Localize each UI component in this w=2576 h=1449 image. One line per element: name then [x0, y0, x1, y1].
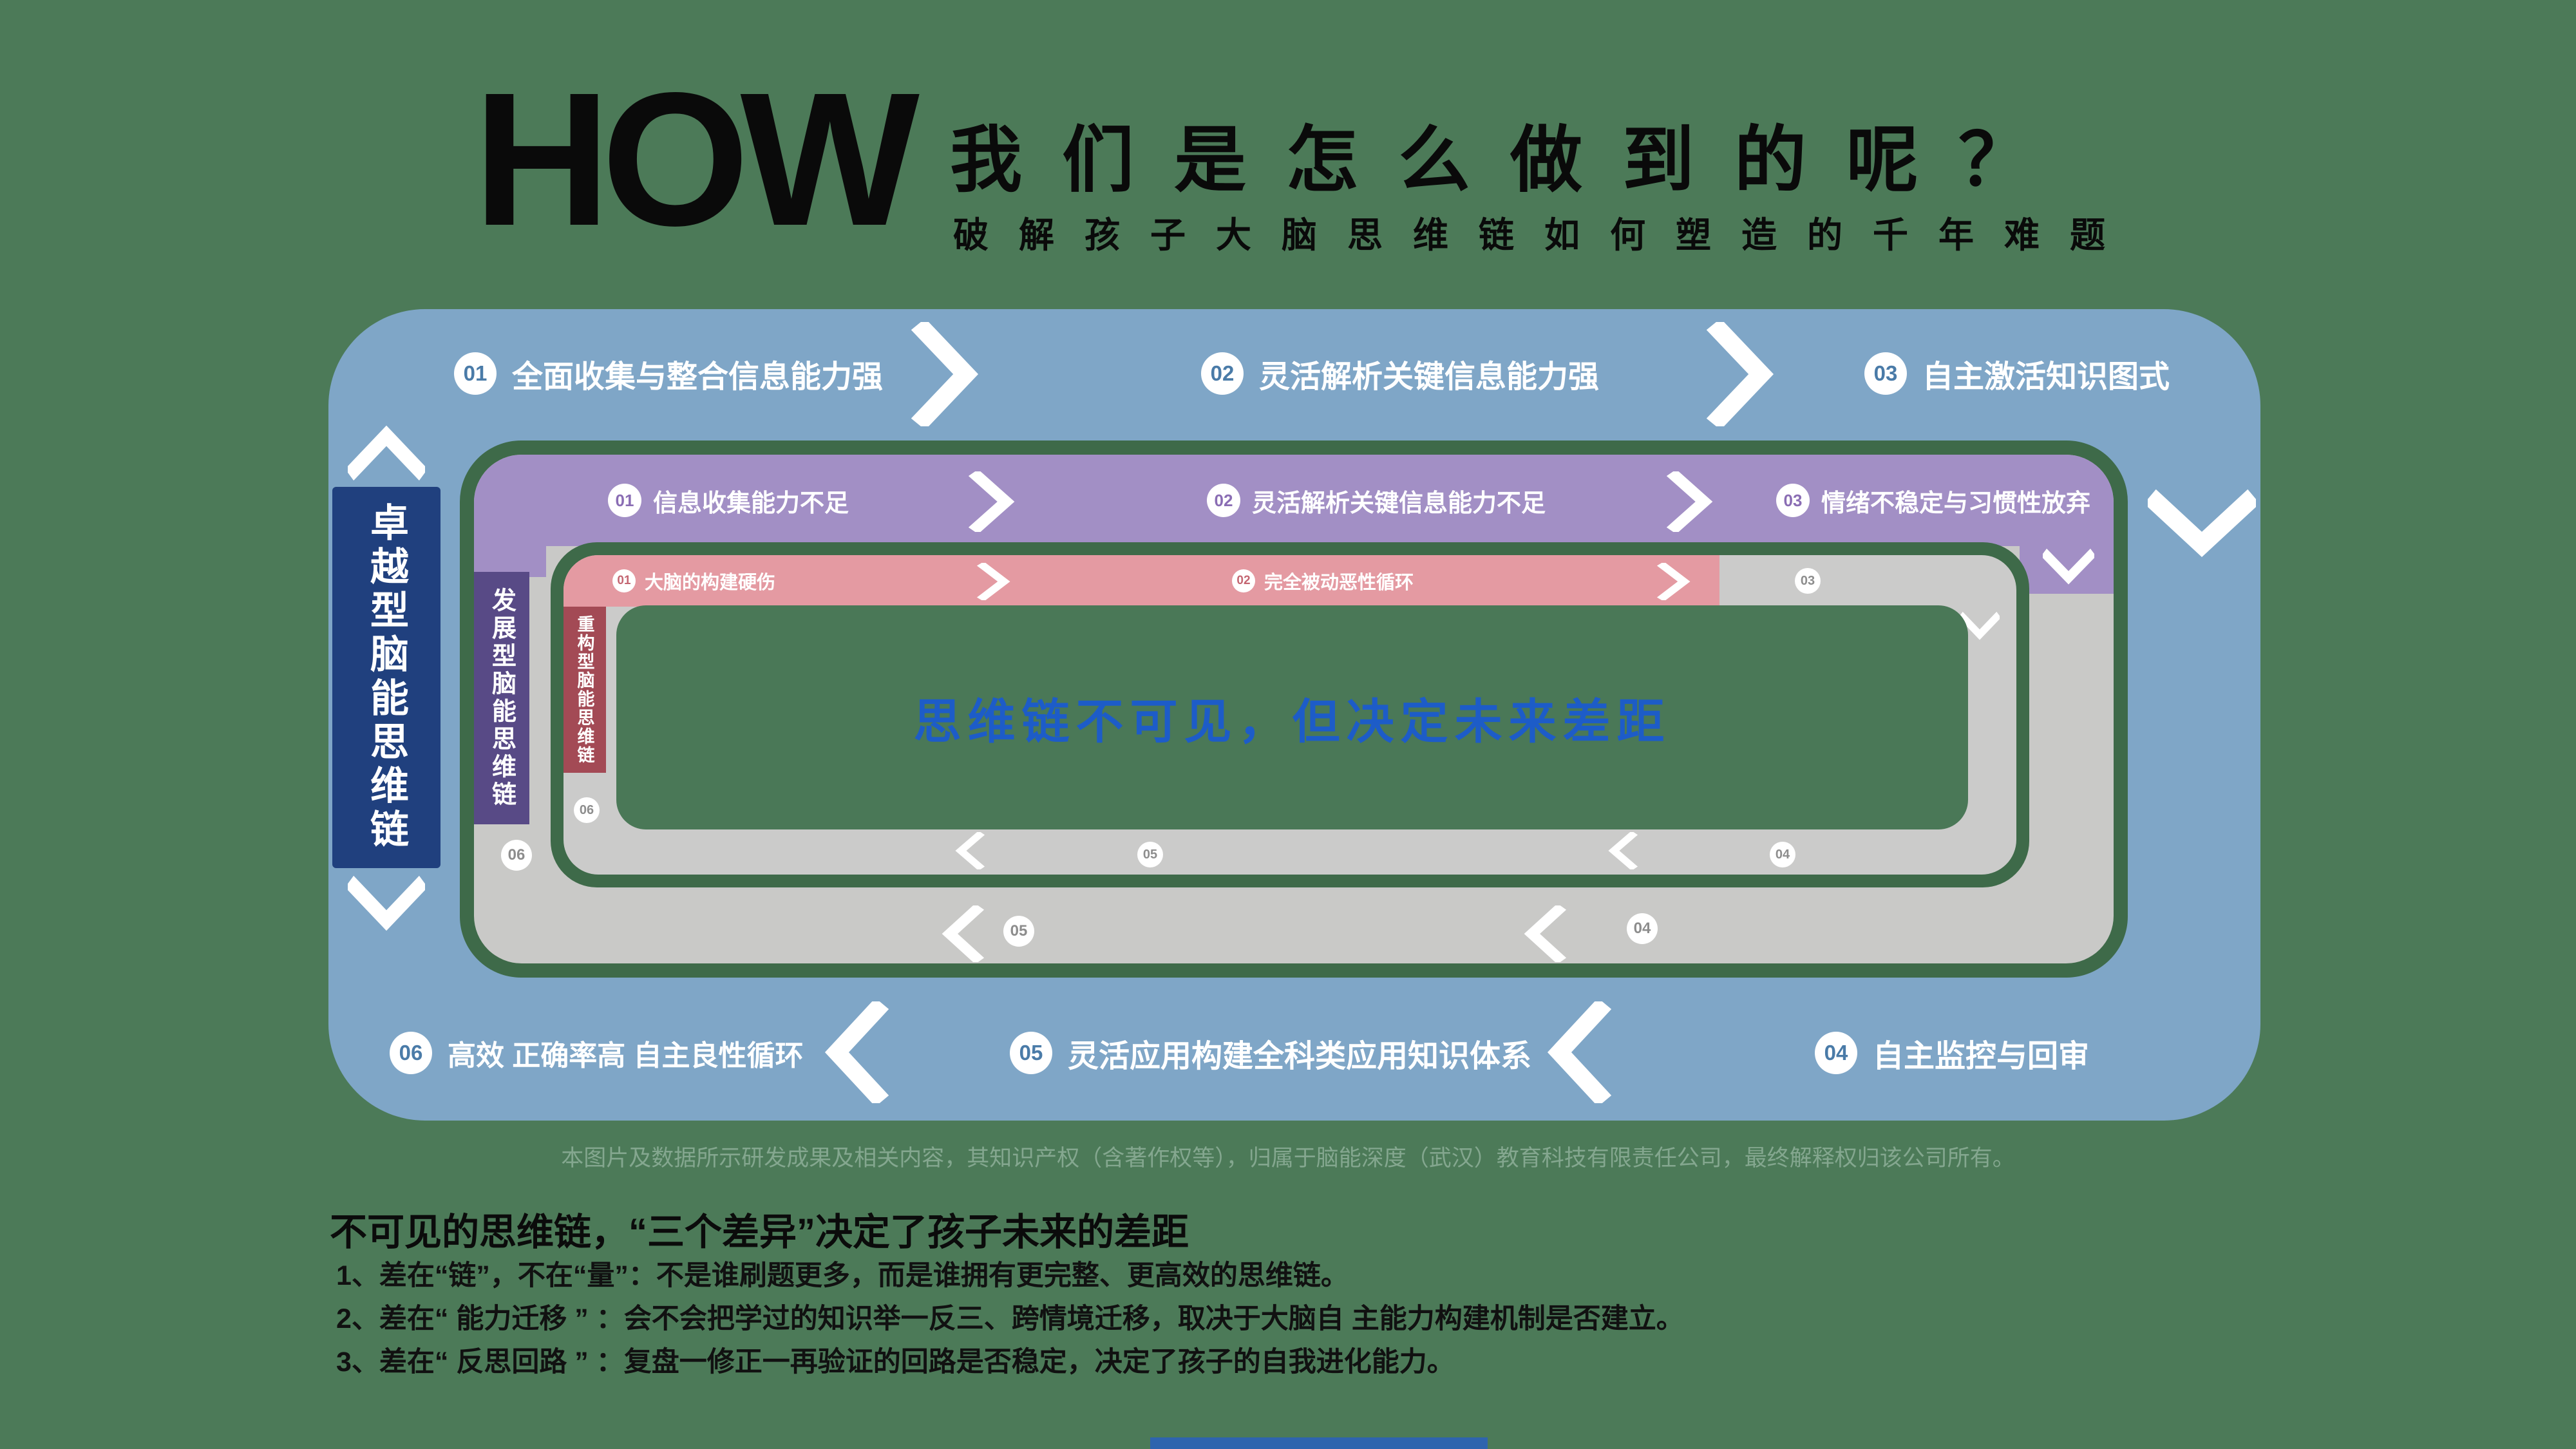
chevron-right-icon: [1707, 322, 1774, 426]
outer-step-02: 02 灵活解析关键信息能力强: [1201, 352, 1599, 395]
chevron-down-icon: [2043, 549, 2094, 585]
step-number-badge: 02: [1207, 484, 1240, 517]
outer-step-05: 05 灵活应用构建全科类应用知识体系: [1010, 1032, 1531, 1074]
middle-step-02: 02 灵活解析关键信息能力不足: [1207, 484, 1546, 517]
step-number-badge: 01: [454, 352, 497, 395]
step-number-badge: 02: [1232, 569, 1255, 592]
outer-step-06: 06 高效 正确率高 自主良性循环: [390, 1032, 803, 1074]
chevron-right-icon: [969, 471, 1015, 532]
step-label: 灵活解析关键信息能力强: [1259, 360, 1600, 394]
chevron-right-icon: [911, 322, 979, 426]
footer-heading: 不可见的思维链，“三个差异”决定了孩子未来的差距: [330, 1211, 1189, 1253]
step-number-badge: 03: [1864, 352, 1907, 395]
middle-step-01: 01 信息收集能力不足: [608, 484, 849, 517]
outer-step-04: 04 自主监控与回审: [1815, 1032, 2089, 1074]
chevron-up-icon: [348, 425, 425, 480]
step-label: 高效 正确率高 自主良性循环: [448, 1040, 804, 1072]
bottom-accent-bar: [1150, 1437, 1488, 1449]
middle-ring-frame: 01 信息收集能力不足 02 灵活解析关键信息能力不足 03 情绪不稳定与习惯性…: [460, 440, 2128, 978]
inner-ring-frame: 重构型脑能思维链 01 大脑的构建硬伤 02 完全被动恶性循环: [551, 542, 2029, 887]
chevron-down-icon: [2148, 489, 2256, 558]
step-label: 全面收集与整合信息能力强: [512, 360, 884, 394]
middle-ring-purple-right: [2020, 544, 2114, 594]
copyright-disclaimer: 本图片及数据所示研发成果及相关内容，其知识产权（含著作权等），归属于脑能深度（武…: [561, 1146, 2015, 1171]
step-number-badge: 03: [1795, 568, 1821, 594]
step-number-badge: 06: [574, 797, 600, 823]
chevron-right-icon: [1657, 563, 1690, 600]
middle-ring-purple-left: [474, 544, 546, 577]
chevron-left-icon: [1547, 1001, 1611, 1103]
center-message-panel: 思维链不可见，但决定未来差距: [616, 605, 1968, 829]
footer-line-3: 3、差在“ 反思回路 ” ：复盘一修正一再验证的回路是否稳定，决定了孩子的自我进…: [336, 1347, 1455, 1378]
step-number-badge: 05: [1010, 1032, 1052, 1074]
excellence-chain-ribbon: 卓越型脑能思维链: [332, 487, 440, 868]
chevron-right-icon: [977, 563, 1010, 600]
chevron-down-icon: [1960, 612, 2000, 640]
middle-ring-purple-band: [474, 455, 2114, 546]
footer-line-2: 2、差在“ 能力迁移 ” ：会不会把学过的知识举一反三、跨情境迁移，取决于大脑自…: [336, 1303, 1684, 1334]
step-number-badge: 01: [608, 484, 641, 517]
footer-list: 1、差在“链”，不在“量”：不是谁刷题更多，而是谁拥有更完整、更高效的思维链。 …: [336, 1255, 1684, 1384]
step-label: 信息收集能力不足: [653, 489, 849, 517]
outer-ring: 01 全面收集与整合信息能力强 02 灵活解析关键信息能力强 03 自主激活知识…: [328, 309, 2260, 1121]
center-message: 思维链不可见，但决定未来差距: [913, 694, 1671, 748]
step-number-badge: 04: [1627, 913, 1658, 944]
chevron-right-icon: [1667, 471, 1713, 532]
step-number-badge: 03: [1776, 484, 1810, 517]
middle-ring-band: 01 信息收集能力不足 02 灵活解析关键信息能力不足 03 情绪不稳定与习惯性…: [474, 455, 2114, 963]
step-number-badge: 05: [1137, 842, 1163, 867]
inner-ring-pink-band: [564, 555, 1719, 607]
step-label: 自主激活知识图式: [1922, 360, 2170, 394]
chevron-left-icon: [1608, 832, 1638, 869]
chevron-down-icon: [348, 876, 425, 931]
step-label: 自主监控与回审: [1873, 1039, 2090, 1074]
step-label: 灵活应用构建全科类应用知识体系: [1068, 1039, 1532, 1074]
title-how: HOW: [473, 53, 920, 265]
footer-line-1: 1、差在“链”，不在“量”：不是谁刷题更多，而是谁拥有更完整、更高效的思维链。: [336, 1260, 1349, 1291]
step-number-badge: 02: [1201, 352, 1244, 395]
step-number-badge: 06: [501, 840, 532, 871]
inner-step-02: 02 完全被动恶性循环: [1232, 568, 1414, 594]
title-subtitle: 破解孩子大脑思维链如何塑造的千年难题: [953, 215, 2136, 255]
chevron-left-icon: [955, 832, 985, 869]
step-number-badge: 05: [1003, 916, 1034, 947]
step-number-badge: 04: [1815, 1032, 1857, 1074]
step-number-badge: 06: [390, 1032, 432, 1074]
chevron-left-icon: [824, 1001, 889, 1103]
reconstruct-chain-ribbon: 重构型脑能思维链: [564, 607, 606, 773]
outer-step-03: 03 自主激活知识图式: [1864, 352, 2170, 395]
chevron-left-icon: [942, 905, 984, 962]
step-label: 大脑的构建硬伤: [645, 573, 776, 593]
step-label: 情绪不稳定与习惯性放弃: [1821, 489, 2091, 517]
development-chain-ribbon: 发展型脑能思维链: [474, 572, 529, 824]
step-label: 完全被动恶性循环: [1264, 573, 1414, 593]
step-number-badge: 04: [1770, 842, 1795, 867]
step-number-badge: 01: [612, 569, 636, 592]
inner-step-01: 01 大脑的构建硬伤: [612, 568, 775, 594]
inner-ring-band: 重构型脑能思维链 01 大脑的构建硬伤 02 完全被动恶性循环: [564, 555, 2016, 875]
middle-step-03: 03 情绪不稳定与习惯性放弃: [1776, 484, 2090, 517]
step-label: 灵活解析关键信息能力不足: [1252, 489, 1546, 517]
chevron-left-icon: [1524, 905, 1566, 962]
outer-step-01: 01 全面收集与整合信息能力强: [454, 352, 883, 395]
title-main: 我们是怎么做到的呢？: [950, 120, 2070, 200]
